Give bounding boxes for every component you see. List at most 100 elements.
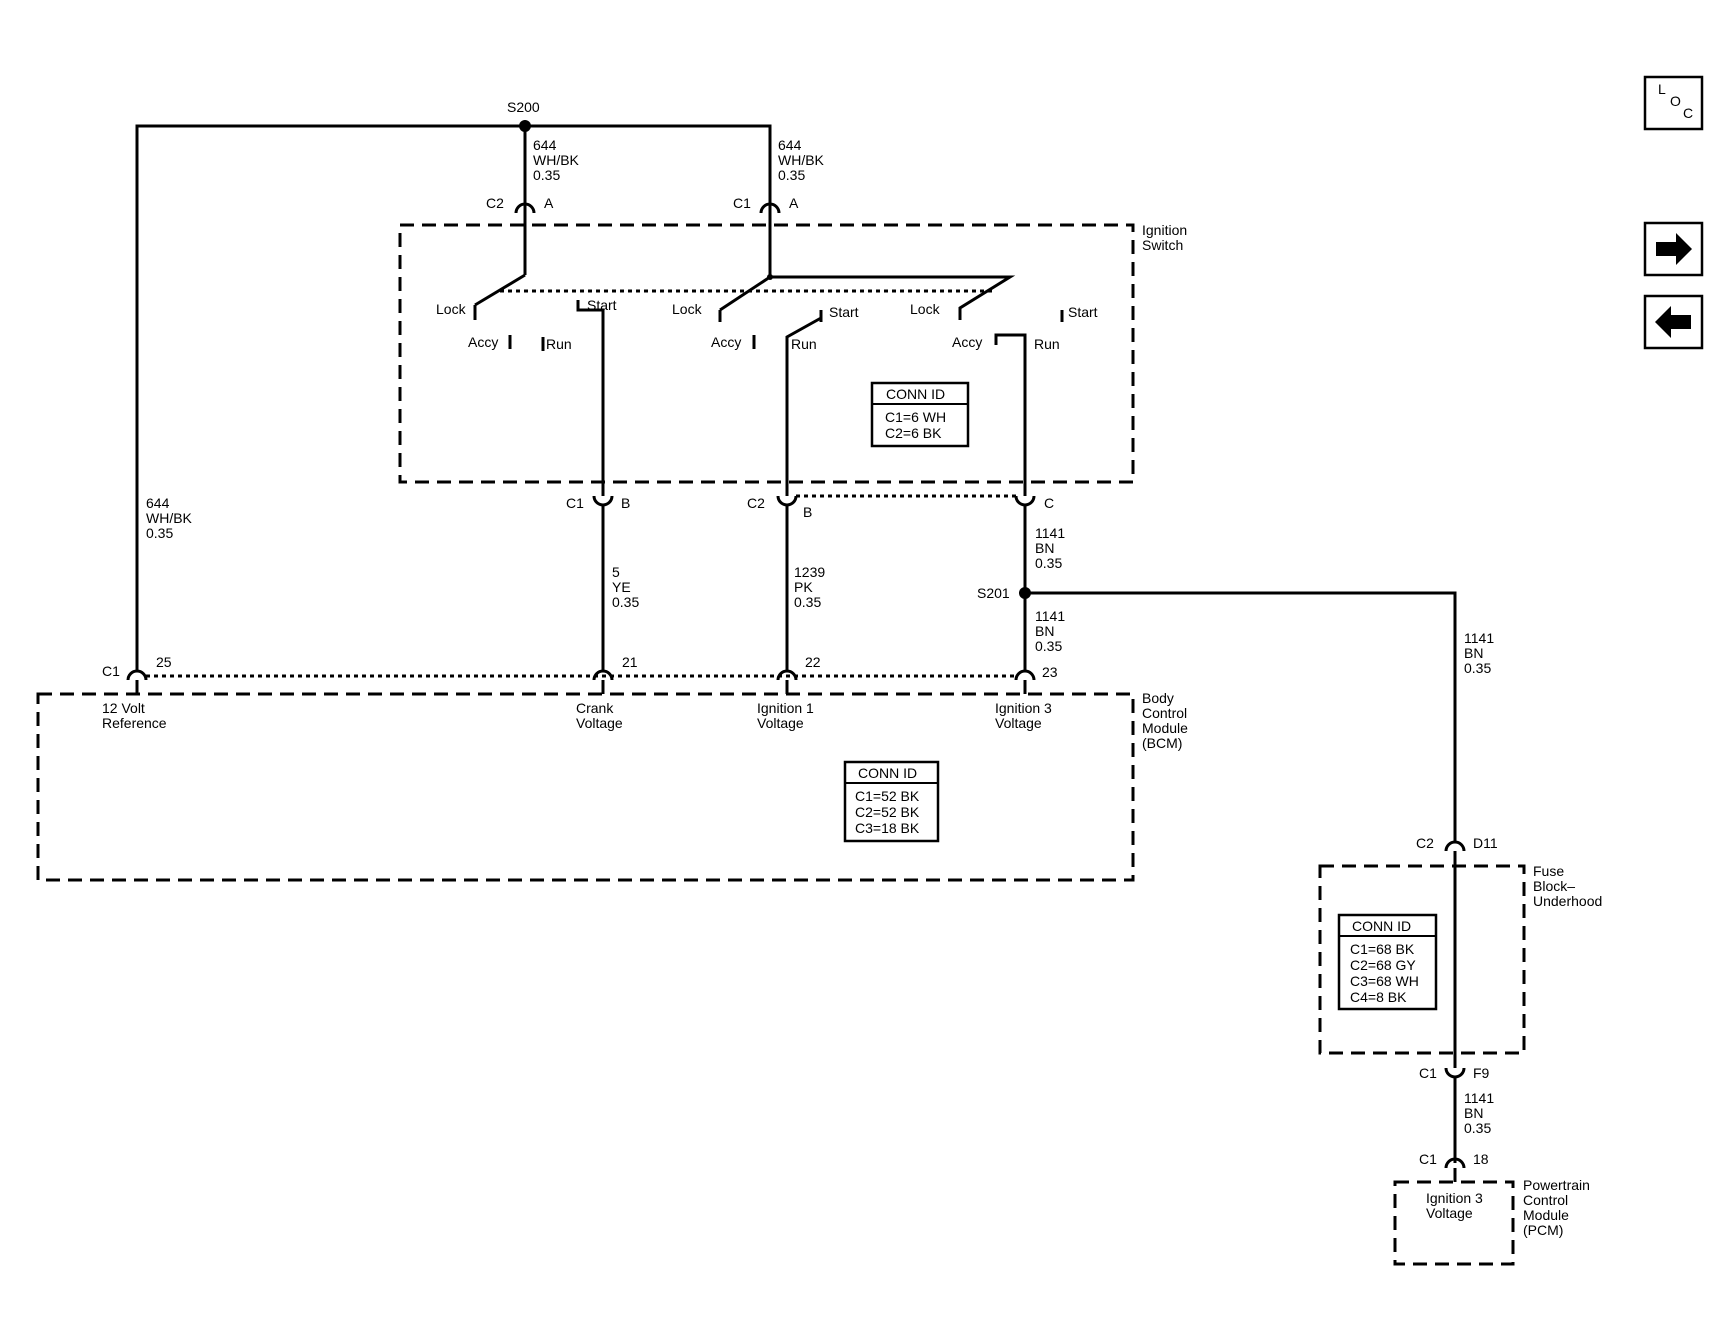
svg-text:Voltage: Voltage bbox=[576, 715, 623, 731]
svg-text:C1=68 BK: C1=68 BK bbox=[1350, 941, 1415, 957]
svg-text:A: A bbox=[544, 195, 554, 211]
svg-text:0.35: 0.35 bbox=[146, 525, 173, 541]
svg-text:23: 23 bbox=[1042, 664, 1058, 680]
switch-connector-c1-a bbox=[759, 202, 781, 214]
svg-text:Lock: Lock bbox=[436, 301, 467, 317]
svg-text:(BCM): (BCM) bbox=[1142, 735, 1182, 751]
svg-text:Ignition 1: Ignition 1 bbox=[757, 700, 814, 716]
next-page-button[interactable] bbox=[1643, 221, 1704, 277]
svg-text:Voltage: Voltage bbox=[1426, 1205, 1473, 1221]
wire-1141-to-fuse-block bbox=[1025, 591, 1457, 842]
svg-text:Block–: Block– bbox=[1533, 878, 1575, 894]
svg-text:Control: Control bbox=[1142, 705, 1187, 721]
svg-text:Ignition 3: Ignition 3 bbox=[995, 700, 1052, 716]
svg-text:PK: PK bbox=[794, 579, 813, 595]
wire-1141-label-pcm: 1141 BN 0.35 bbox=[1464, 1090, 1494, 1136]
switch-section-3 bbox=[770, 275, 1064, 496]
loc-button[interactable]: L O C bbox=[1643, 75, 1704, 131]
fuse-block-conn-id-table: CONN ID C1=68 BK C2=68 GY C3=68 WH C4=8 … bbox=[1337, 913, 1438, 1011]
svg-text:C2: C2 bbox=[1416, 835, 1434, 851]
svg-text:BN: BN bbox=[1464, 645, 1483, 661]
pcm-label: Powertrain Control Module (PCM) bbox=[1523, 1177, 1590, 1238]
splice-s200-node bbox=[519, 120, 531, 132]
svg-text:5: 5 bbox=[612, 564, 620, 580]
svg-text:644: 644 bbox=[778, 137, 802, 153]
svg-text:Start: Start bbox=[587, 297, 617, 313]
wire-1141-label-upper: 1141 BN 0.35 bbox=[1035, 525, 1065, 571]
svg-text:C2: C2 bbox=[747, 495, 765, 511]
svg-text:O: O bbox=[1670, 93, 1681, 109]
svg-text:0.35: 0.35 bbox=[533, 167, 560, 183]
svg-text:Voltage: Voltage bbox=[995, 715, 1042, 731]
svg-text:C2=68 GY: C2=68 GY bbox=[1350, 957, 1416, 973]
bcm-input-ignition-1-voltage: Ignition 1 Voltage bbox=[757, 700, 814, 731]
bcm-pin-22: 22 bbox=[776, 654, 821, 694]
svg-text:Module: Module bbox=[1142, 720, 1188, 736]
bcm-box bbox=[36, 692, 1135, 882]
svg-text:Accy: Accy bbox=[711, 334, 741, 350]
prev-page-button[interactable] bbox=[1643, 294, 1704, 350]
switch-connector-c1-b bbox=[592, 495, 614, 507]
svg-text:0.35: 0.35 bbox=[1464, 1120, 1491, 1136]
bcm-input-crank-voltage: Crank Voltage bbox=[576, 700, 623, 731]
wire-5-label: 5 YE 0.35 bbox=[612, 564, 639, 610]
switch-section-1 bbox=[473, 213, 605, 496]
svg-text:0.35: 0.35 bbox=[794, 594, 821, 610]
svg-text:Control: Control bbox=[1523, 1192, 1568, 1208]
svg-text:WH/BK: WH/BK bbox=[778, 152, 825, 168]
wire-1141-label-lower: 1141 BN 0.35 bbox=[1035, 608, 1065, 654]
wire-644-bus bbox=[135, 120, 772, 672]
svg-text:CONN ID: CONN ID bbox=[858, 765, 917, 781]
svg-text:C1=52 BK: C1=52 BK bbox=[855, 788, 920, 804]
bcm-pin-25: C1 25 bbox=[102, 654, 172, 694]
svg-text:0.35: 0.35 bbox=[778, 167, 805, 183]
bcm-conn-id-table: CONN ID C1=52 BK C2=52 BK C3=18 BK bbox=[843, 760, 940, 843]
svg-text:BN: BN bbox=[1035, 623, 1054, 639]
svg-text:C1=6 WH: C1=6 WH bbox=[885, 409, 946, 425]
svg-text:C2=52 BK: C2=52 BK bbox=[855, 804, 920, 820]
svg-text:Lock: Lock bbox=[672, 301, 703, 317]
bcm-input-12v-reference: 12 Volt Reference bbox=[102, 700, 167, 731]
svg-text:CONN ID: CONN ID bbox=[886, 386, 945, 402]
ignition-switch-box bbox=[398, 223, 1135, 484]
svg-text:C3=68 WH: C3=68 WH bbox=[1350, 973, 1419, 989]
splice-s201-label: S201 bbox=[977, 585, 1010, 601]
svg-text:Run: Run bbox=[546, 336, 572, 352]
svg-text:21: 21 bbox=[622, 654, 638, 670]
svg-text:644: 644 bbox=[533, 137, 557, 153]
ignition-switch-label: Ignition Switch bbox=[1142, 222, 1187, 253]
svg-text:WH/BK: WH/BK bbox=[146, 510, 193, 526]
svg-text:18: 18 bbox=[1473, 1151, 1489, 1167]
svg-text:25: 25 bbox=[156, 654, 172, 670]
svg-text:0.35: 0.35 bbox=[612, 594, 639, 610]
arrow-right-icon bbox=[1656, 233, 1692, 265]
svg-text:0.35: 0.35 bbox=[1035, 638, 1062, 654]
svg-text:12 Volt: 12 Volt bbox=[102, 700, 145, 716]
svg-text:B: B bbox=[803, 504, 812, 520]
svg-text:C1: C1 bbox=[566, 495, 584, 511]
svg-text:C: C bbox=[1044, 495, 1054, 511]
svg-text:Underhood: Underhood bbox=[1533, 893, 1602, 909]
svg-text:Ignition 3: Ignition 3 bbox=[1426, 1190, 1483, 1206]
svg-text:Lock: Lock bbox=[910, 301, 941, 317]
svg-text:C2: C2 bbox=[486, 195, 504, 211]
svg-text:C1: C1 bbox=[733, 195, 751, 211]
svg-text:1141: 1141 bbox=[1035, 525, 1065, 541]
svg-text:Start: Start bbox=[1068, 304, 1098, 320]
switch-conn-id-table: CONN ID C1=6 WH C2=6 BK bbox=[870, 381, 970, 448]
svg-text:Powertrain: Powertrain bbox=[1523, 1177, 1590, 1193]
wire-1141-label-right: 1141 BN 0.35 bbox=[1464, 630, 1494, 676]
wire-644-label-c1: 644 WH/BK 0.35 bbox=[778, 137, 825, 183]
splice-s200-label: S200 bbox=[507, 99, 540, 115]
pcm-box bbox=[1393, 1180, 1515, 1266]
fuse-block-box bbox=[1318, 864, 1526, 1055]
pcm-pin-18: C1 18 bbox=[1419, 1151, 1489, 1182]
svg-text:C2=6 BK: C2=6 BK bbox=[885, 425, 942, 441]
fuse-block-connector-c1-f9 bbox=[1444, 1067, 1466, 1079]
svg-text:C1: C1 bbox=[102, 663, 120, 679]
svg-text:Accy: Accy bbox=[468, 334, 498, 350]
svg-text:C1: C1 bbox=[1419, 1151, 1437, 1167]
switch-connector-c2-a bbox=[514, 202, 536, 214]
switch-connector-c2-b bbox=[776, 495, 798, 507]
svg-text:B: B bbox=[621, 495, 630, 511]
